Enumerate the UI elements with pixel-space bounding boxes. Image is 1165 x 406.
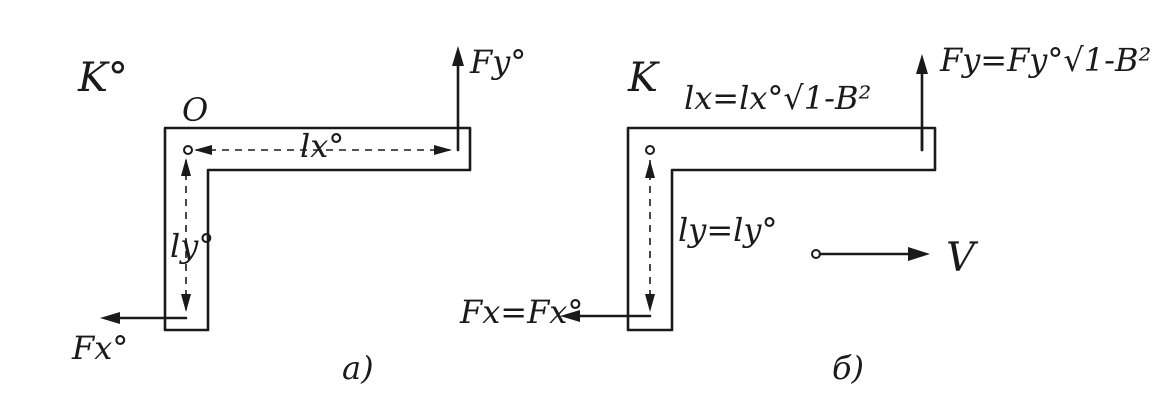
panel-a-lever: [163, 126, 472, 332]
panel-a-fx-arrowhead: [100, 312, 120, 324]
panel-a-length-y-label: ly°: [170, 227, 215, 265]
panel-b-fy-arrowhead: [916, 54, 928, 74]
panel-b-lever: [626, 126, 937, 332]
panel-b-fx-arrowhead: [560, 310, 580, 322]
panel-a-force-y-label: Fy°: [470, 43, 527, 81]
panel-b-caption: б): [832, 349, 865, 387]
panel-a-caption: a): [342, 349, 374, 387]
panel-b-ly-arrowhead-top: [645, 160, 655, 178]
panel-b-force-y-label: Fy=Fy°√1-B²: [940, 41, 1152, 79]
panel-a-ly-arrowhead-bottom: [181, 294, 191, 312]
panel-a-frame-label: K°: [78, 55, 128, 101]
panel-b-ly-arrowhead-bottom: [645, 294, 655, 312]
panel-b-length-x-label: lx=lx°√1-B²: [684, 79, 872, 117]
panel-a-lx-arrowhead-right: [434, 145, 452, 155]
panel-a-fy-arrowhead: [452, 46, 464, 66]
panel-b-origin-point: [645, 145, 655, 155]
panel-a-length-x-label: lx°: [300, 127, 345, 165]
panel-b-frame-label: K: [628, 55, 658, 101]
panel-a-ly-arrowhead-top: [181, 158, 191, 176]
panel-b-velocity-label: V: [946, 235, 975, 281]
panel-a-force-x-label: Fx°: [72, 329, 129, 367]
panel-a-lx-arrowhead-left: [194, 145, 212, 155]
panel-b-length-y-label: ly=ly°: [678, 211, 778, 249]
velocity-arrowhead: [908, 247, 930, 261]
panel-a-origin-label: O: [182, 91, 209, 129]
panel-b-force-x-label: Fx=Fx°: [460, 293, 584, 331]
panel-a-origin-point: [183, 145, 193, 155]
